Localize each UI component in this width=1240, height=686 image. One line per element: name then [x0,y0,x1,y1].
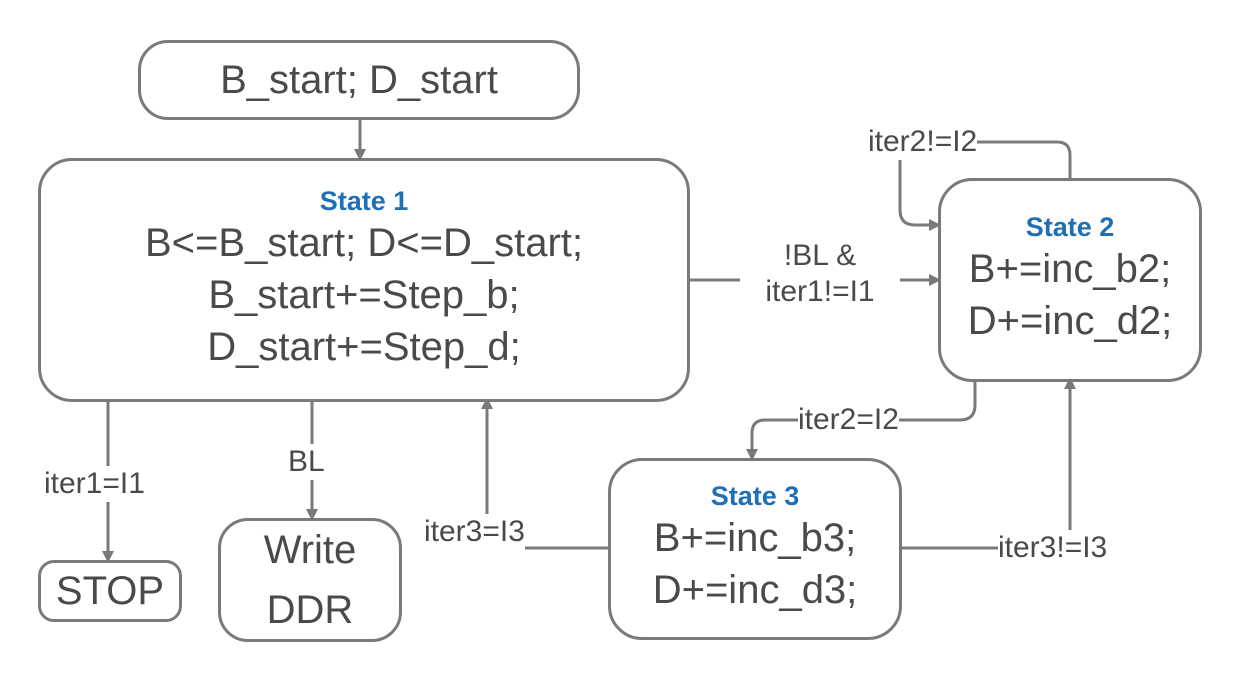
start-node: B_start; D_start [138,40,580,120]
write-ddr-line-1: Write [263,528,357,572]
edge-label-state1-to-state2-line-2: iter1!=I1 [765,275,875,308]
edge-label-state1-to-state2: !BL & iter1!=I1 [740,238,900,310]
state1-line-1: B<=B_start; D<=D_start; [145,220,583,265]
edge-label-state2-self-loop: iter2!=I2 [868,124,978,160]
state3-title: State 3 [710,481,800,512]
state3-line-1: B+=inc_b3; [653,515,857,560]
stop-node-text: STOP [55,569,165,613]
write-ddr-line-2: DDR [266,588,354,632]
edge-state3-to-state2 [900,377,1076,550]
state2-line-2: D+=inc_d2; [967,298,1173,343]
state2-title: State 2 [1025,212,1115,243]
state1-line-3: D_start+=Step_d; [207,324,521,369]
edge-label-state3-to-state2: iter3!=I3 [998,530,1108,566]
state1-line-2: B_start+=Step_b; [208,272,520,317]
edge-label-state3-to-state1: iter3=I3 [424,514,525,550]
state3-line-2: D+=inc_d3; [652,567,858,612]
state2-line-1: B+=inc_b2; [968,246,1172,291]
write-ddr-node: Write DDR [218,518,402,642]
edge-label-state2-to-state3: iter2=I2 [798,402,899,438]
edge-label-state1-to-write: BL [288,444,325,480]
edge-label-state1-to-state2-line-1: !BL & [783,239,857,272]
edge-label-state1-to-stop: iter1=I1 [44,466,145,502]
stop-node: STOP [38,560,182,622]
state1-title: State 1 [319,186,409,217]
state2-node: State 2 B+=inc_b2; D+=inc_d2; [938,178,1202,382]
state1-node: State 1 B<=B_start; D<=D_start; B_start+… [38,158,690,402]
state3-node: State 3 B+=inc_b3; D+=inc_d3; [608,458,902,640]
start-node-text: B_start; D_start [220,58,498,102]
